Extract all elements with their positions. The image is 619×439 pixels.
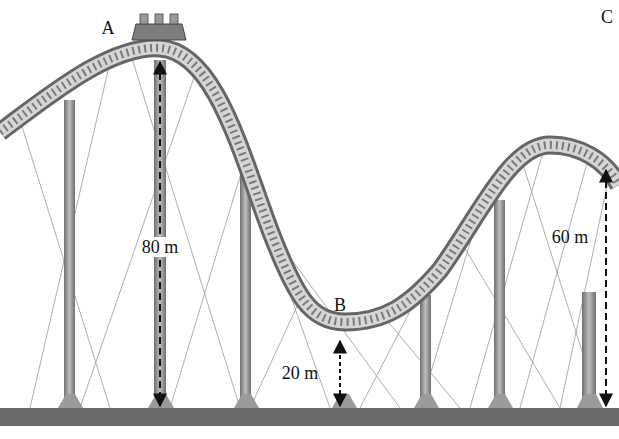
dimension-arrows <box>160 62 606 406</box>
support-cables <box>20 52 610 408</box>
point-label: B <box>332 295 348 315</box>
dimension-label: 60 m <box>550 227 591 247</box>
dimension-label: 20 m <box>280 363 321 383</box>
point-label: A <box>100 18 117 38</box>
point-label: C <box>599 7 615 27</box>
track <box>0 48 619 322</box>
dimension-label: 80 m <box>140 237 181 257</box>
pillars <box>58 60 603 408</box>
ground <box>0 408 619 426</box>
coaster-car <box>132 14 186 40</box>
